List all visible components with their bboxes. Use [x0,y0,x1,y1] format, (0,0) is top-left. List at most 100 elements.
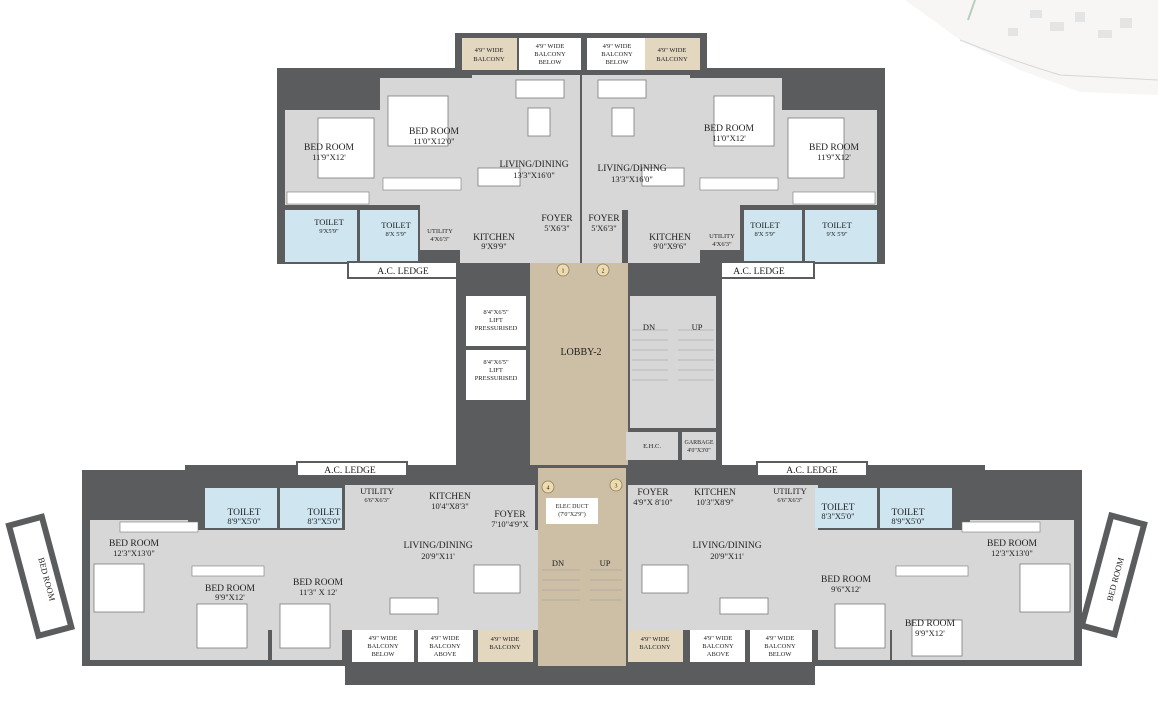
unit3-living-name: LIVING/DINING [403,541,472,551]
unit4-foyer-name: FOYER [637,488,669,498]
marker-3: 3 [615,484,618,490]
unit2-living-name: LIVING/DINING [597,164,666,174]
balcony-1-word: BALCONY [473,56,505,63]
unit2-bed-a-dim: 11'9"X12' [817,152,851,162]
unit1-bed-a-name: BED ROOM [304,143,354,153]
balcony-10-word: BALCONY [764,643,796,650]
unit2-bed-b-name: BED ROOM [704,124,754,134]
unit1-utility-name: UTILITY [427,228,453,235]
balcony-3-below: BELOW [605,59,629,66]
balcony-10-below: BELOW [768,651,792,658]
balcony-2-below: BELOW [538,59,562,66]
unit2-living-dim: 13'3"X16'0" [611,174,653,184]
unit4-toilet-b-dim: 8'3"X5'0" [821,511,854,521]
unit2-foyer-name: FOYER [588,214,620,224]
unit3-bed-b-dim: 11'3" X 12' [299,587,337,597]
unit4-living-name: LIVING/DINING [692,541,761,551]
lower-stair-dn: DN [552,558,564,568]
marker-1: 1 [562,269,565,275]
unit1-living-name: LIVING/DINING [499,160,568,170]
unit1-toilet-b-name: TOILET [381,220,411,230]
unit1-ac-ledge: A.C. LEDGE [377,267,429,277]
unit4-bed-master-dim: 12'3"X13'0" [991,548,1033,558]
unit4-living-dim: 20'9"X11' [710,551,744,561]
unit4-toilet-a-name: TOILET [891,508,924,518]
unit4-kitchen-dim: 10'3"X8'9" [696,497,733,507]
balcony-5-below: BELOW [371,651,395,658]
core [456,263,722,468]
unit2-foyer-dim: 5'X6'3" [591,223,616,233]
balcony-5-wide: 4'9" WIDE [369,635,398,642]
unit4-kitchen-name: KITCHEN [694,488,736,498]
balcony-2-word: BALCONY [534,51,566,58]
unit2-toilet-b-name: TOILET [750,220,780,230]
unit3-bed-a-name: BED ROOM [205,584,255,594]
unit3-foyer-name: FOYER [494,510,526,520]
balcony-3-wide: 4'9" WIDE [603,43,632,50]
lift-1-dim: 8'4"X6'5" [483,309,509,316]
unit4-bed-b-name: BED ROOM [905,619,955,629]
unit2-kitchen-name: KITCHEN [649,233,691,243]
lower-stair-up: UP [600,558,611,568]
unit3-toilet-a-name: TOILET [227,508,260,518]
balcony-9-above: ABOVE [707,651,729,658]
unit4-foyer-dim: 4'9"X 8'10" [633,497,673,507]
unit1-toilet-a-name: TOILET [314,217,344,227]
unit2-utility-dim: 4'X6'3" [712,241,732,248]
unit1-bed-b-name: BED ROOM [409,127,459,137]
balcony-3-word: BALCONY [601,51,633,58]
balcony-9-word: BALCONY [702,643,734,650]
unit1-utility-dim: 4'X6'3" [430,236,450,243]
lift-2-dim: 8'4"X6'5" [483,359,509,366]
unit2-utility-name: UTILITY [709,233,735,240]
bottom-block [5,461,1148,685]
elec-duct-dim: (7'0"X2'9") [558,511,585,518]
unit4-utility-dim: 6'6"X6'3" [777,497,803,504]
key-plan-sketch [905,0,1158,95]
balcony-8-word: BALCONY [639,644,671,651]
unit1-foyer-dim: 5'X6'3" [544,223,569,233]
upper-stair-dn: DN [643,322,655,332]
balcony-6-wide: 4'9" WIDE [431,635,460,642]
elec-duct-label: ELEC DUCT [556,504,589,510]
unit4-ac-ledge: A.C. LEDGE [786,466,838,476]
balcony-7-wide: 4'9" WIDE [491,636,520,643]
unit1-bed-b-dim: 11'0"X12'0" [413,136,454,146]
lift-1-line2: PRESSURISED [475,325,518,332]
unit3-toilet-a-dim: 8'9"X5'0" [227,516,260,526]
lift-2-line1: LIFT [489,367,503,374]
unit1-foyer-name: FOYER [541,214,573,224]
unit4-bed-b-dim: 9'9"X12' [915,628,945,638]
lobby-label: LOBBY-2 [560,347,601,358]
unit4-utility-name: UTILITY [773,486,807,496]
balcony-5-word: BALCONY [367,643,399,650]
balcony-9-wide: 4'9" WIDE [704,635,733,642]
balcony-1-wide: 4'9" WIDE [475,47,504,54]
top-block [277,33,885,279]
unit3-utility-dim: 6'6"X6'3" [364,497,390,504]
unit3-living-dim: 20'9"X11' [421,551,455,561]
unit2-kitchen-dim: 9'0"X9'6" [653,241,686,251]
unit3-kitchen-name: KITCHEN [429,492,471,502]
unit2-bed-a-name: BED ROOM [809,143,859,153]
unit2-toilet-a-name: TOILET [822,220,852,230]
marker-4: 4 [547,486,550,492]
unit1-toilet-b-dim: 8'X 5'9" [385,231,406,238]
unit3-toilet-b-name: TOILET [307,508,340,518]
balcony-6-above: ABOVE [434,651,456,658]
balcony-2-wide: 4'9" WIDE [536,43,565,50]
unit1-bed-a-dim: 11'9"X12' [312,152,346,162]
marker-2: 2 [602,269,605,275]
unit3-utility-name: UTILITY [360,486,394,496]
unit1-toilet-a-dim: 9'X5'9" [319,228,339,235]
unit3-bed-a-dim: 9'9"X12' [215,592,245,602]
garbage-label: GARBAGE [684,440,713,446]
unit-2-labels: BED ROOM 11'9"X12' BED ROOM 11'0"X12' LI… [588,124,859,277]
unit1-living-dim: 13'3"X16'0" [513,170,555,180]
unit3-toilet-b-dim: 8'3"X5'0" [307,516,340,526]
unit4-toilet-a-dim: 8'9"X5'0" [891,516,924,526]
unit3-kitchen-dim: 10'4"X8'3" [431,501,468,511]
unit3-bed-b-name: BED ROOM [293,578,343,588]
lobby-markers: 1 2 3 4 [541,263,623,494]
